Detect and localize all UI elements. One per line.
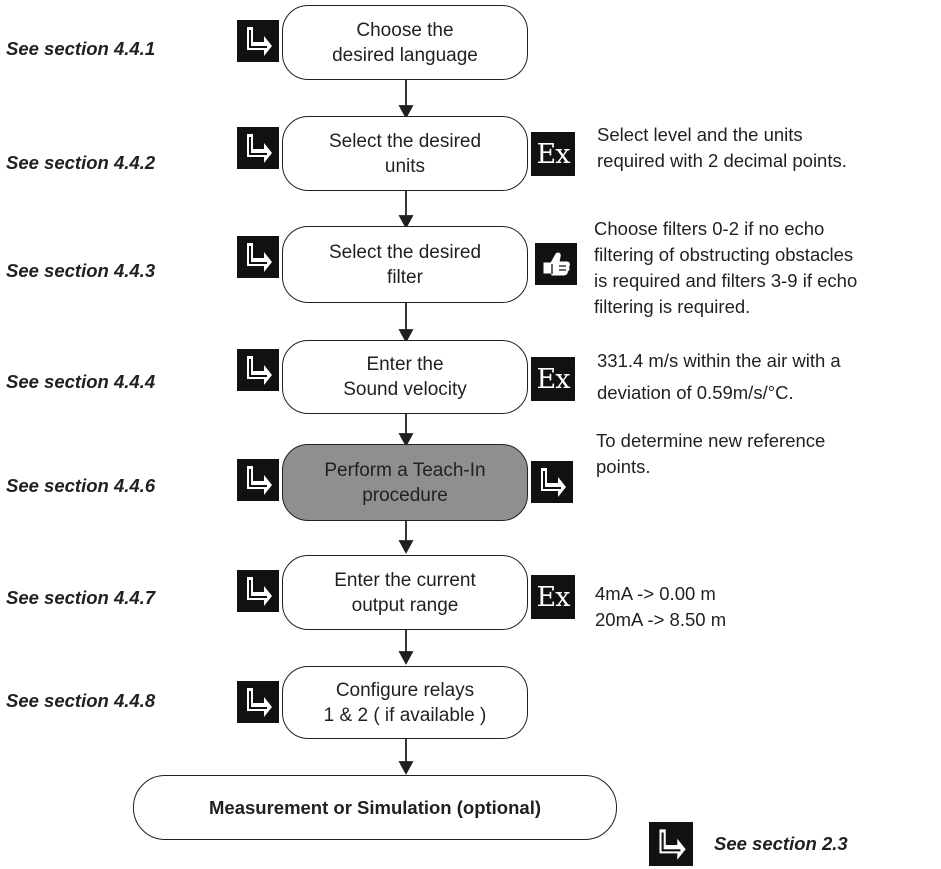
arrowhead bbox=[398, 761, 414, 775]
final-label: Measurement or Simulation (optional) bbox=[209, 796, 541, 818]
arrowhead bbox=[398, 215, 414, 229]
arrowhead bbox=[398, 540, 414, 554]
step-teach-in: Perform a Teach-In procedure bbox=[282, 444, 528, 521]
arrow-pointer-icon bbox=[237, 349, 279, 391]
arrowhead bbox=[398, 105, 414, 119]
section-ref-4-4-3: See section 4.4.3 bbox=[6, 260, 156, 281]
ex-icon: Ex bbox=[531, 357, 575, 401]
step-configure-relays: Configure relays 1 & 2 ( if available ) bbox=[282, 666, 528, 739]
ex-icon: Ex bbox=[531, 575, 575, 619]
arrowhead bbox=[398, 651, 414, 665]
section-ref-4-4-7: See section 4.4.7 bbox=[6, 587, 156, 608]
arrow-pointer-icon bbox=[649, 822, 693, 866]
arrowhead bbox=[398, 329, 414, 343]
step-output-range: Enter the current output range bbox=[282, 555, 528, 630]
note-units: Select level and the units required with… bbox=[597, 124, 847, 171]
section-ref-4-4-6: See section 4.4.6 bbox=[6, 475, 156, 496]
arrow-pointer-icon bbox=[237, 570, 279, 612]
arrow-pointer-icon bbox=[237, 127, 279, 169]
arrow-pointer-icon bbox=[237, 459, 279, 501]
step-choose-language: Choose the desired language bbox=[282, 5, 528, 80]
section-ref-4-4-1: See section 4.4.1 bbox=[6, 38, 156, 59]
arrow-pointer-icon bbox=[237, 20, 279, 62]
section-ref-4-4-2: See section 4.4.2 bbox=[6, 152, 156, 173]
step-label: Configure relays 1 & 2 ( if available ) bbox=[323, 679, 487, 726]
arrow-pointer-icon bbox=[237, 681, 279, 723]
section-ref-4-4-4: See section 4.4.4 bbox=[6, 371, 156, 392]
step-label: Select the desired units bbox=[328, 130, 482, 177]
note-output-range: 4mA -> 0.00 m 20mA -> 8.50 m bbox=[595, 583, 727, 630]
section-ref-4-4-8: See section 4.4.8 bbox=[6, 690, 156, 711]
step-label: Choose the desired language bbox=[332, 19, 478, 66]
step-label: Select the desired filter bbox=[328, 241, 482, 288]
step-sound-velocity: Enter the Sound velocity bbox=[282, 340, 528, 414]
note-filter: Choose filters 0-2 if no echo filtering … bbox=[594, 218, 858, 317]
step-select-filter: Select the desired filter bbox=[282, 226, 528, 303]
arrowhead bbox=[398, 433, 414, 447]
note-teach-in: To determine new reference points. bbox=[596, 430, 826, 477]
step-label: Enter the current output range bbox=[334, 569, 476, 616]
arrow-pointer-icon bbox=[531, 461, 573, 503]
step-label: Enter the Sound velocity bbox=[343, 354, 467, 400]
thumbs-up-icon bbox=[535, 243, 577, 285]
ex-icon: Ex bbox=[531, 132, 575, 176]
arrow-pointer-icon bbox=[237, 236, 279, 278]
step-measurement-simulation: Measurement or Simulation (optional) bbox=[133, 775, 617, 840]
note-sound-velocity: 331.4 m/s within the air with a deviatio… bbox=[597, 350, 841, 403]
step-label: Perform a Teach-In procedure bbox=[324, 459, 486, 506]
step-select-units: Select the desired units bbox=[282, 116, 528, 191]
section-ref-2-3: See section 2.3 bbox=[714, 833, 848, 854]
